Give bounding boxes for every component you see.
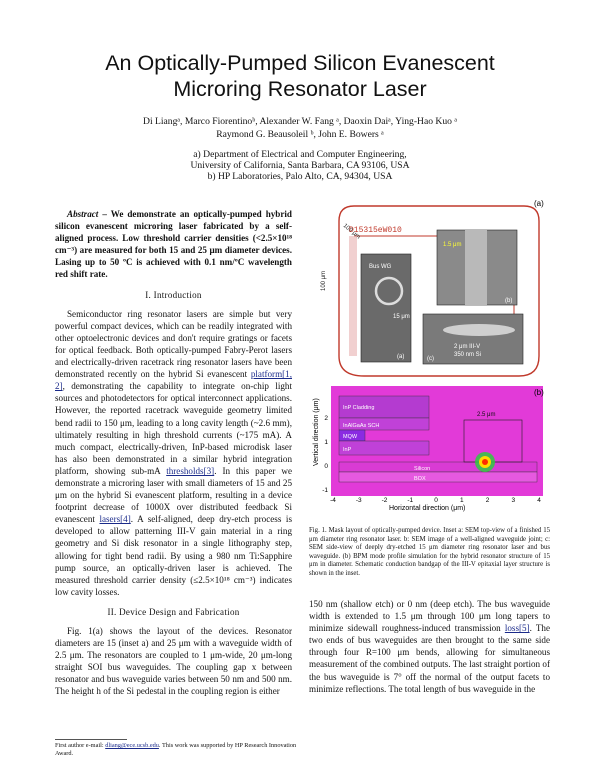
inset-a-ring	[374, 276, 404, 306]
title-line-1: An Optically-Pumped Silicon Evanescent	[105, 51, 495, 75]
layer-inp-label: InP	[343, 447, 352, 453]
inset-b-width: 1.5 μm	[443, 242, 461, 248]
bus-waveguide-loop	[338, 205, 540, 377]
xtick-label: 2	[486, 497, 490, 504]
inset-b-label: (b)	[505, 298, 512, 304]
footnote: First author e-mail: dliang@ece.ucsb.edu…	[55, 742, 297, 758]
xtick-label: -3	[356, 497, 362, 504]
design-paragraph: Fig. 1(a) shows the layout of the device…	[55, 626, 292, 697]
right-paragraph: 150 nm (shallow etch) or 0 nm (deep etch…	[309, 599, 550, 694]
paper-title: An Optically-Pumped Silicon Evanescent M…	[60, 50, 540, 102]
layer-silicon	[338, 461, 538, 473]
affiliation-a: a) Department of Electrical and Computer…	[193, 149, 407, 160]
layer-silicon-label: Silicon	[414, 466, 430, 472]
xtick-label: 1	[460, 497, 464, 504]
author-email-link[interactable]: dliang@ece.ucsb.edu	[105, 742, 159, 749]
mask-id-label: D15315eW010	[349, 226, 402, 235]
ytick-label: 2	[324, 415, 328, 422]
layer-sch	[338, 417, 430, 431]
authors-line-2: Raymond G. Beausoleil ᵇ, John E. Bowers …	[216, 129, 384, 140]
layer-inp	[338, 440, 430, 456]
panel-b-label: (b)	[534, 388, 544, 397]
xtick-label: 4	[537, 497, 541, 504]
citation-link-5[interactable]: loss[5]	[504, 623, 530, 634]
mask-strip	[349, 236, 357, 356]
xtick-label: -1	[407, 497, 413, 504]
right-column: 150 nm (shallow etch) or 0 nm (deep etch…	[309, 598, 550, 695]
inset-a-sem	[360, 253, 412, 363]
inset-a-ring-dim: 15 μm	[393, 314, 410, 320]
layer-box	[338, 471, 538, 483]
ytick-label: -1	[322, 487, 328, 494]
inset-c-label: (c)	[427, 356, 434, 362]
affiliations: a) Department of Electrical and Computer…	[60, 149, 540, 182]
abstract-label: Abstract	[67, 209, 99, 219]
footnote-rule	[55, 739, 127, 740]
xtick-label: 3	[511, 497, 515, 504]
layer-sch-label: InAlGaAs SCH	[343, 423, 379, 429]
xtick-label: 0	[434, 497, 438, 504]
figure-1-caption: Fig. 1. Mask layout of optically-pumped …	[309, 527, 550, 577]
xtick-label: -4	[330, 497, 336, 504]
inset-c-sem	[422, 313, 524, 365]
ytick-label: 0	[324, 463, 328, 470]
inset-c-iiiv: 2 μm III-V	[454, 344, 480, 350]
abstract: Abstract – We demonstrate an optically-p…	[55, 208, 292, 281]
layer-inp-cladding-label: InP Cladding	[343, 405, 374, 411]
section-heading-introduction: I. Introduction	[145, 289, 202, 300]
mode-core	[482, 459, 488, 465]
affiliation-a-address: University of California, Santa Barbara,…	[190, 160, 410, 171]
inset-b-waveguide	[465, 230, 487, 305]
inset-c-si: 350 nm Si	[454, 352, 481, 358]
affiliation-b: b) HP Laboratories, Palo Alto, CA, 94304…	[207, 171, 393, 182]
authors-line-1: Di Liangᵃ, Marco Fiorentinoᵇ, Alexander …	[143, 116, 457, 127]
panel-b-ylabel: Vertical direction (μm)	[313, 398, 320, 466]
citation-link-1-2[interactable]: platform[1, 2]	[55, 369, 292, 392]
title-line-2: Microring Resonator Laser	[173, 77, 427, 101]
inset-a-label: (a)	[397, 354, 404, 360]
layer-mqw-label: MQW	[343, 434, 358, 440]
intro-paragraph: Semiconductor ring resonator lasers are …	[55, 308, 292, 597]
citation-link-4[interactable]: lasers[4]	[99, 514, 131, 525]
dim-left-label: 100 μm	[321, 271, 327, 291]
figure-1: (a) 100 μm 100 μm D15315eW010 Bus WG 15 …	[309, 196, 552, 512]
panel-b-xlabel: Horizontal direction (μm)	[389, 505, 465, 512]
panel-b-yticks: 2 1 0 -1	[322, 415, 328, 494]
citation-link-3[interactable]: thresholds[3]	[166, 465, 215, 476]
inset-a-bus-wg: Bus WG	[369, 264, 392, 270]
layer-box-label: BOX	[414, 476, 426, 482]
panel-a-label: (a)	[534, 199, 544, 208]
panel-b-xticks: -4 -3 -2 -1 0 1 2 3 4	[330, 497, 541, 504]
section-heading-design: II. Device Design and Fabrication	[107, 606, 240, 617]
abstract-text: – We demonstrate an optically-pumped hyb…	[55, 209, 292, 280]
dim-25-label: 2.5 μm	[477, 412, 495, 418]
left-column: Abstract – We demonstrate an optically-p…	[55, 208, 292, 698]
figure-1-graphic: (a) 100 μm 100 μm D15315eW010 Bus WG 15 …	[309, 196, 552, 512]
ytick-label: 1	[324, 439, 328, 446]
xtick-label: -2	[382, 497, 388, 504]
inset-c-ring	[443, 324, 515, 336]
author-list: Di Liangᵃ, Marco Fiorentinoᵇ, Alexander …	[60, 115, 540, 141]
